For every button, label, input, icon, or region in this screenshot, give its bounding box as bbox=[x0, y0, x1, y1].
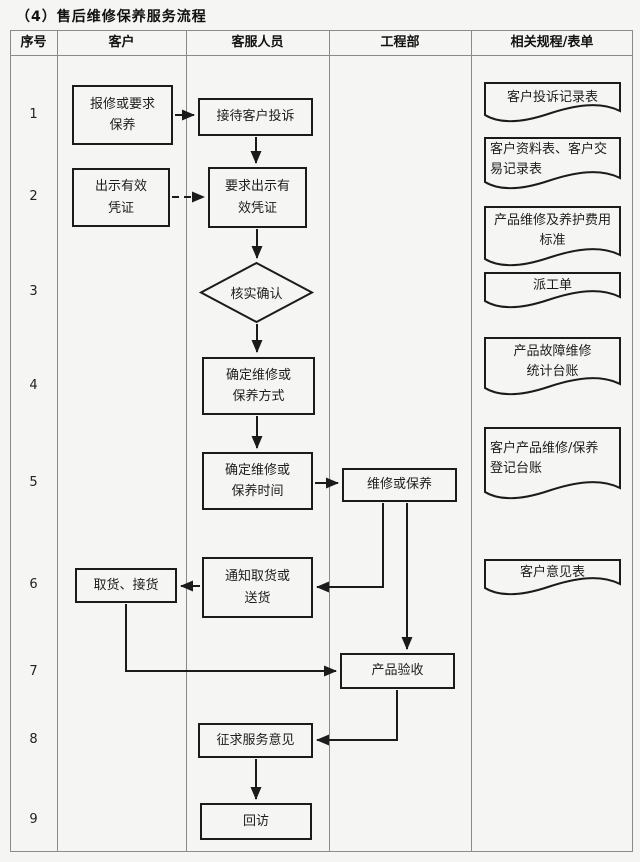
flow-node-product-acceptance: 产品验收 bbox=[340, 653, 455, 689]
flow-node-notify-delivery: 通知取货或 送货 bbox=[202, 557, 313, 618]
row-number-4: 4 bbox=[29, 378, 38, 393]
col-header-engineering: 工程部 bbox=[380, 35, 420, 50]
flow-node-determine-method: 确定维修或 保养方式 bbox=[202, 357, 315, 415]
row-number-8: 8 bbox=[29, 732, 38, 747]
flow-node-request-credentials: 要求出示有 效凭证 bbox=[208, 167, 307, 228]
flow-node-follow-up-visit: 回访 bbox=[200, 803, 312, 840]
flow-node-report-request: 报修或要求 保养 bbox=[72, 85, 173, 145]
row-number-5: 5 bbox=[29, 475, 38, 490]
column-divider-4 bbox=[471, 30, 472, 852]
flow-node-determine-time: 确定维修或 保养时间 bbox=[202, 452, 313, 510]
flow-node-show-credentials: 出示有效 凭证 bbox=[72, 168, 170, 227]
row-number-7: 7 bbox=[29, 664, 38, 679]
col-header-service: 客服人员 bbox=[231, 35, 284, 50]
row-number-1: 1 bbox=[29, 107, 38, 122]
col-header-customer: 客户 bbox=[108, 35, 135, 50]
row-number-2: 2 bbox=[29, 189, 38, 204]
form-fault-ledger: 产品故障维修 统计台账 bbox=[513, 343, 592, 379]
table-border bbox=[10, 30, 633, 852]
flow-node-repair-maintain: 维修或保养 bbox=[342, 468, 457, 502]
col-header-forms: 相关规程/表单 bbox=[510, 35, 594, 50]
flow-decision-verify: 核实确认 bbox=[230, 287, 283, 302]
column-divider-3 bbox=[329, 30, 330, 852]
header-divider bbox=[10, 55, 633, 56]
flow-node-receive-complaint: 接待客户投诉 bbox=[198, 98, 313, 136]
flow-node-pickup-receive: 取货、接货 bbox=[75, 568, 177, 603]
column-divider-1 bbox=[57, 30, 58, 852]
column-divider-2 bbox=[186, 30, 187, 852]
form-cost-standard: 产品维修及养护费用 标准 bbox=[493, 212, 611, 248]
row-number-9: 9 bbox=[29, 812, 38, 827]
row-number-3: 3 bbox=[29, 284, 38, 299]
row-number-6: 6 bbox=[29, 577, 38, 592]
form-customer-data: 客户资料表、客户交 易记录表 bbox=[490, 141, 608, 177]
flow-node-solicit-feedback: 征求服务意见 bbox=[198, 723, 313, 758]
col-header-seq: 序号 bbox=[20, 35, 47, 50]
form-dispatch-order: 派工单 bbox=[532, 277, 572, 293]
page-title: （4）售后维修保养服务流程 bbox=[16, 9, 207, 25]
form-complaint-record: 客户投诉记录表 bbox=[506, 89, 598, 105]
form-repair-register: 客户产品维修/保养 登记台账 bbox=[490, 440, 599, 476]
form-customer-opinion: 客户意见表 bbox=[519, 564, 585, 580]
